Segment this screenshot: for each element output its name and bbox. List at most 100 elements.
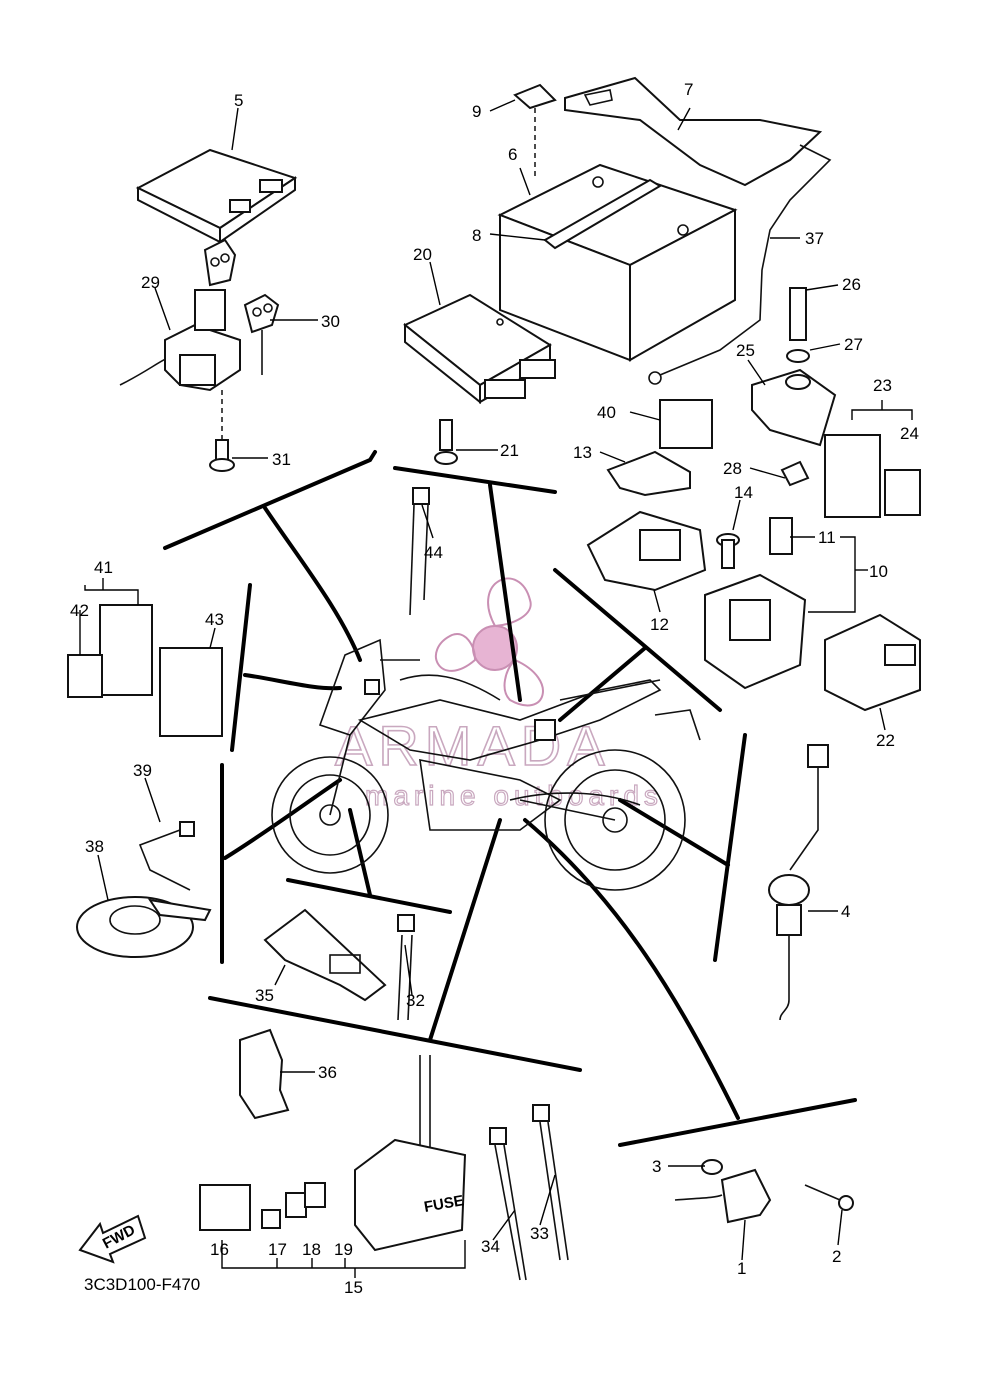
part-8-battery-band bbox=[543, 178, 662, 250]
part-28-clip bbox=[780, 460, 810, 487]
part-12-cover bbox=[586, 510, 707, 592]
callout-21: 21 bbox=[500, 441, 519, 460]
watermark-brand: ARMADA bbox=[335, 714, 611, 777]
part-35-label bbox=[263, 908, 387, 1002]
part-13-holder bbox=[606, 450, 691, 497]
callout-38: 38 bbox=[85, 837, 104, 856]
callout-13: 13 bbox=[573, 443, 592, 462]
part-31-bolt bbox=[209, 390, 235, 472]
part-5-ecu bbox=[135, 148, 298, 244]
part-18-fuse bbox=[285, 1192, 307, 1218]
part-42-cap bbox=[67, 654, 103, 698]
callout-labels: 5 29 30 31 6 7 8 9 37 20 21 26 27 25 23 … bbox=[70, 80, 919, 1297]
part-20-control-unit bbox=[403, 293, 556, 405]
part-17-fuse bbox=[261, 1209, 281, 1229]
part-39-lead bbox=[138, 821, 195, 891]
callout-22: 22 bbox=[876, 731, 895, 750]
part-14-bolt bbox=[716, 533, 740, 569]
part-3-nut bbox=[701, 1159, 723, 1175]
part-23-relay bbox=[824, 434, 881, 518]
callout-28: 28 bbox=[723, 459, 742, 478]
fuse-label: FUSE bbox=[423, 1192, 465, 1216]
callout-11: 11 bbox=[818, 528, 836, 547]
diagram-code: 3C3D100-F470 bbox=[84, 1275, 200, 1294]
part-30-key bbox=[243, 293, 280, 375]
part-1-sensor bbox=[674, 1168, 772, 1224]
watermark: ARMADA marine outboards bbox=[334, 577, 663, 812]
callout-29: 29 bbox=[141, 273, 160, 292]
callout-40: 40 bbox=[597, 403, 616, 422]
leader-lines bbox=[79, 99, 913, 1261]
callout-7: 7 bbox=[684, 80, 693, 99]
part-41-relay bbox=[99, 604, 153, 696]
part-26-bolt bbox=[789, 287, 807, 341]
callout-19: 19 bbox=[334, 1240, 353, 1259]
callout-24: 24 bbox=[900, 424, 919, 443]
callout-27: 27 bbox=[844, 335, 863, 354]
callout-41: 41 bbox=[94, 558, 113, 577]
callout-8: 8 bbox=[472, 226, 481, 245]
part-29-main-switch bbox=[119, 238, 241, 392]
callout-30: 30 bbox=[321, 312, 340, 331]
part-27-washer bbox=[786, 349, 810, 363]
callout-34: 34 bbox=[481, 1237, 500, 1256]
callout-23: 23 bbox=[873, 376, 892, 395]
callout-12: 12 bbox=[650, 615, 669, 634]
callout-15: 15 bbox=[344, 1278, 363, 1297]
callout-26: 26 bbox=[842, 275, 861, 294]
callout-10: 10 bbox=[869, 562, 888, 581]
watermark-propeller-icon bbox=[434, 577, 544, 707]
part-10-starter-relay bbox=[704, 573, 807, 690]
callout-32: 32 bbox=[406, 991, 425, 1010]
callout-9: 9 bbox=[472, 102, 481, 121]
callout-37: 37 bbox=[805, 229, 824, 248]
part-24-cap bbox=[884, 469, 921, 516]
part-19-fuse bbox=[304, 1182, 326, 1208]
part-36-holder bbox=[239, 1028, 290, 1120]
callout-25: 25 bbox=[736, 341, 755, 360]
part-16-relay bbox=[199, 1184, 251, 1231]
callout-35: 35 bbox=[255, 986, 274, 1005]
callout-14: 14 bbox=[734, 483, 753, 502]
part-15-bracket-line bbox=[221, 1240, 466, 1278]
part-34-cable-tie bbox=[489, 1127, 527, 1281]
part-2-bolt bbox=[804, 1184, 854, 1211]
part-4-switch bbox=[768, 744, 829, 1021]
callout-42: 42 bbox=[70, 601, 89, 620]
callout-39: 39 bbox=[133, 761, 152, 780]
part-38-horn bbox=[76, 896, 212, 958]
part-15-fuse-box: FUSE bbox=[354, 1055, 467, 1252]
watermark-tagline: marine outboards bbox=[365, 780, 663, 811]
callout-3: 3 bbox=[652, 1157, 661, 1176]
callout-17: 17 bbox=[268, 1240, 287, 1259]
callout-2: 2 bbox=[832, 1247, 841, 1266]
callout-20: 20 bbox=[413, 245, 432, 264]
part-43-relay bbox=[159, 647, 223, 737]
part-9-bracket bbox=[513, 83, 557, 180]
part-7-battery-cover bbox=[564, 76, 823, 187]
callout-18: 18 bbox=[302, 1240, 321, 1259]
callout-4: 4 bbox=[841, 902, 850, 921]
part-22-relay bbox=[824, 613, 921, 712]
callout-44: 44 bbox=[424, 543, 443, 562]
callout-16: 16 bbox=[210, 1240, 229, 1259]
part-11-fuse bbox=[769, 517, 793, 555]
connector-lines bbox=[223, 483, 740, 1120]
part-6-battery bbox=[497, 163, 738, 362]
callout-5: 5 bbox=[234, 91, 243, 110]
part-40-relay bbox=[659, 399, 713, 449]
part-25-starter-relay bbox=[751, 368, 837, 447]
callout-31: 31 bbox=[272, 450, 291, 469]
callout-33: 33 bbox=[530, 1224, 549, 1243]
fwd-arrow-icon: FWD bbox=[78, 1214, 147, 1264]
callout-6: 6 bbox=[508, 145, 517, 164]
motorcycle-illustration bbox=[271, 638, 701, 891]
part-32-band bbox=[397, 914, 415, 1021]
callout-1: 1 bbox=[737, 1259, 746, 1278]
part-33-cable-tie bbox=[532, 1104, 569, 1261]
part-21-bolt bbox=[434, 419, 458, 465]
callout-36: 36 bbox=[318, 1063, 337, 1082]
part-37-negative-lead bbox=[648, 144, 832, 385]
callout-43: 43 bbox=[205, 610, 224, 629]
